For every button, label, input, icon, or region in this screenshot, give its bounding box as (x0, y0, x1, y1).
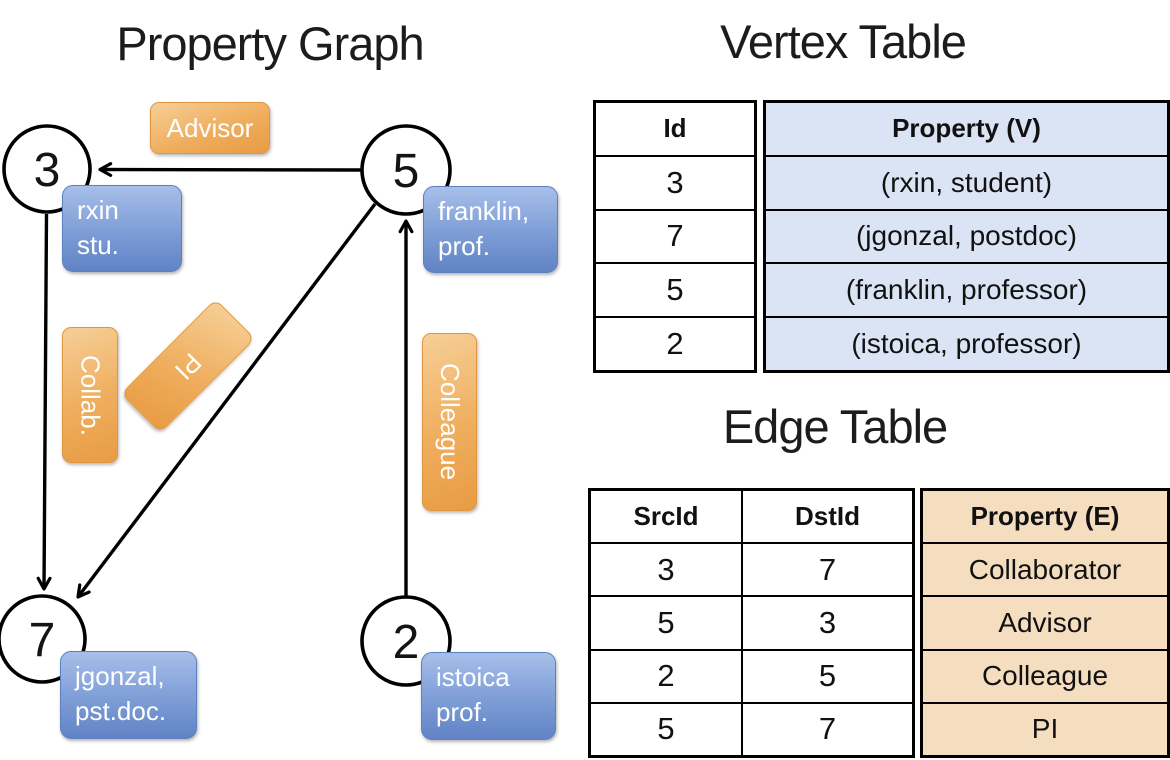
edge-table-title: Edge Table (722, 400, 948, 453)
edge-table-srcid-cell: 5 (657, 605, 675, 640)
edge-label-advisor-text: Advisor (166, 112, 254, 143)
vertex-table-id-cell: 2 (596, 316, 754, 370)
node-7-label: 7 (29, 614, 56, 667)
edge-3-to-7-collab (36, 213, 52, 591)
edge-5-to-7-pi (76, 202, 377, 599)
node-3-label: 3 (34, 144, 61, 197)
edge-label-collab: Collab. (62, 327, 118, 463)
property-graph-diagram: 3 5 7 2 (0, 124, 452, 687)
edge-table-property-cell: Collaborator (923, 542, 1167, 595)
edge-table-property-cell: Advisor (923, 595, 1167, 648)
property-graph-title: Property Graph (116, 17, 424, 70)
edge-label-collab-text: Collab. (75, 354, 106, 436)
vertex-table-title: Vertex Table (720, 15, 967, 68)
edge-label-pi-text: PI (169, 347, 208, 386)
edge-table-dstid-cell: 7 (741, 544, 912, 596)
edge-table-id-row: 3 7 (591, 542, 912, 596)
vertex-box-istoica: istoica prof. (421, 652, 556, 740)
edge-table-property-cell: Colleague (923, 648, 1167, 702)
node-5-label: 5 (393, 145, 420, 198)
vertex-box-istoica-line2: prof. (436, 697, 489, 727)
edge-table-dstid-cell: 3 (741, 597, 912, 649)
vertex-box-franklin-line1: franklin, (438, 196, 530, 226)
vertex-box-jgonzal-line2: pst.doc. (75, 696, 167, 726)
edge-table-property-column: Property (E) Collaborator Advisor Collea… (920, 488, 1170, 758)
vertex-table-id-column: Id 3 7 5 2 (593, 100, 757, 373)
vertex-table-property-column: Property (V) (rxin, student) (jgonzal, p… (763, 100, 1170, 373)
edge-table-dstid-cell: 7 (741, 703, 912, 756)
vertex-box-franklin: franklin, prof. (423, 186, 558, 273)
vertex-table-property-header: Property (V) (892, 113, 1041, 144)
edge-table-id-columns: SrcId DstId 3 7 5 3 2 5 5 7 (588, 488, 915, 758)
edge-table-srcid-cell: 2 (657, 658, 675, 694)
vertex-box-rxin: rxin stu. (62, 185, 182, 272)
edge-table-id-row: 5 3 (591, 595, 912, 649)
edge-table-dstid-cell: 5 (741, 650, 912, 702)
vertex-table-property-cell: (rxin, student) (766, 154, 1167, 209)
edge-table-id-row: 5 7 (591, 701, 912, 756)
edge-table-id-header-row: SrcId DstId (591, 491, 912, 543)
edge-table-dstid-header: DstId (741, 491, 912, 543)
vertex-table-id-header: Id (663, 113, 687, 144)
vertex-table-id-cell: 7 (596, 208, 754, 263)
vertex-box-jgonzal: jgonzal, pst.doc. (60, 651, 197, 739)
vertex-box-rxin-line1: rxin (77, 195, 119, 225)
edge-table-srcid-header: SrcId (633, 501, 699, 532)
vertex-box-istoica-line1: istoica (436, 662, 510, 692)
node-2-label: 2 (393, 616, 420, 669)
vertex-box-rxin-line2: stu. (77, 230, 119, 260)
vertex-table-id-cell: 5 (596, 262, 754, 316)
vertex-table-property-cell: (istoica, professor) (766, 316, 1167, 370)
edge-table-srcid-cell: 3 (657, 551, 675, 587)
vertex-table-property-cell: (jgonzal, postdoc) (766, 208, 1167, 263)
vertex-table-id-cell: 3 (596, 154, 754, 209)
edge-table-srcid-cell: 5 (657, 711, 675, 747)
edge-label-colleague: Colleague (422, 333, 477, 511)
edge-5-to-3-advisor (98, 162, 363, 177)
edge-table-property-cell: PI (923, 701, 1167, 755)
vertex-box-franklin-line2: prof. (438, 231, 491, 261)
edge-table-property-header: Property (E) (970, 501, 1120, 532)
edge-label-colleague-text: Colleague (435, 363, 465, 481)
vertex-box-jgonzal-line1: jgonzal, (75, 661, 165, 691)
edge-label-advisor: Advisor (150, 102, 270, 154)
vertex-table-property-cell: (franklin, professor) (766, 262, 1167, 316)
edge-table-id-row: 2 5 (591, 648, 912, 702)
